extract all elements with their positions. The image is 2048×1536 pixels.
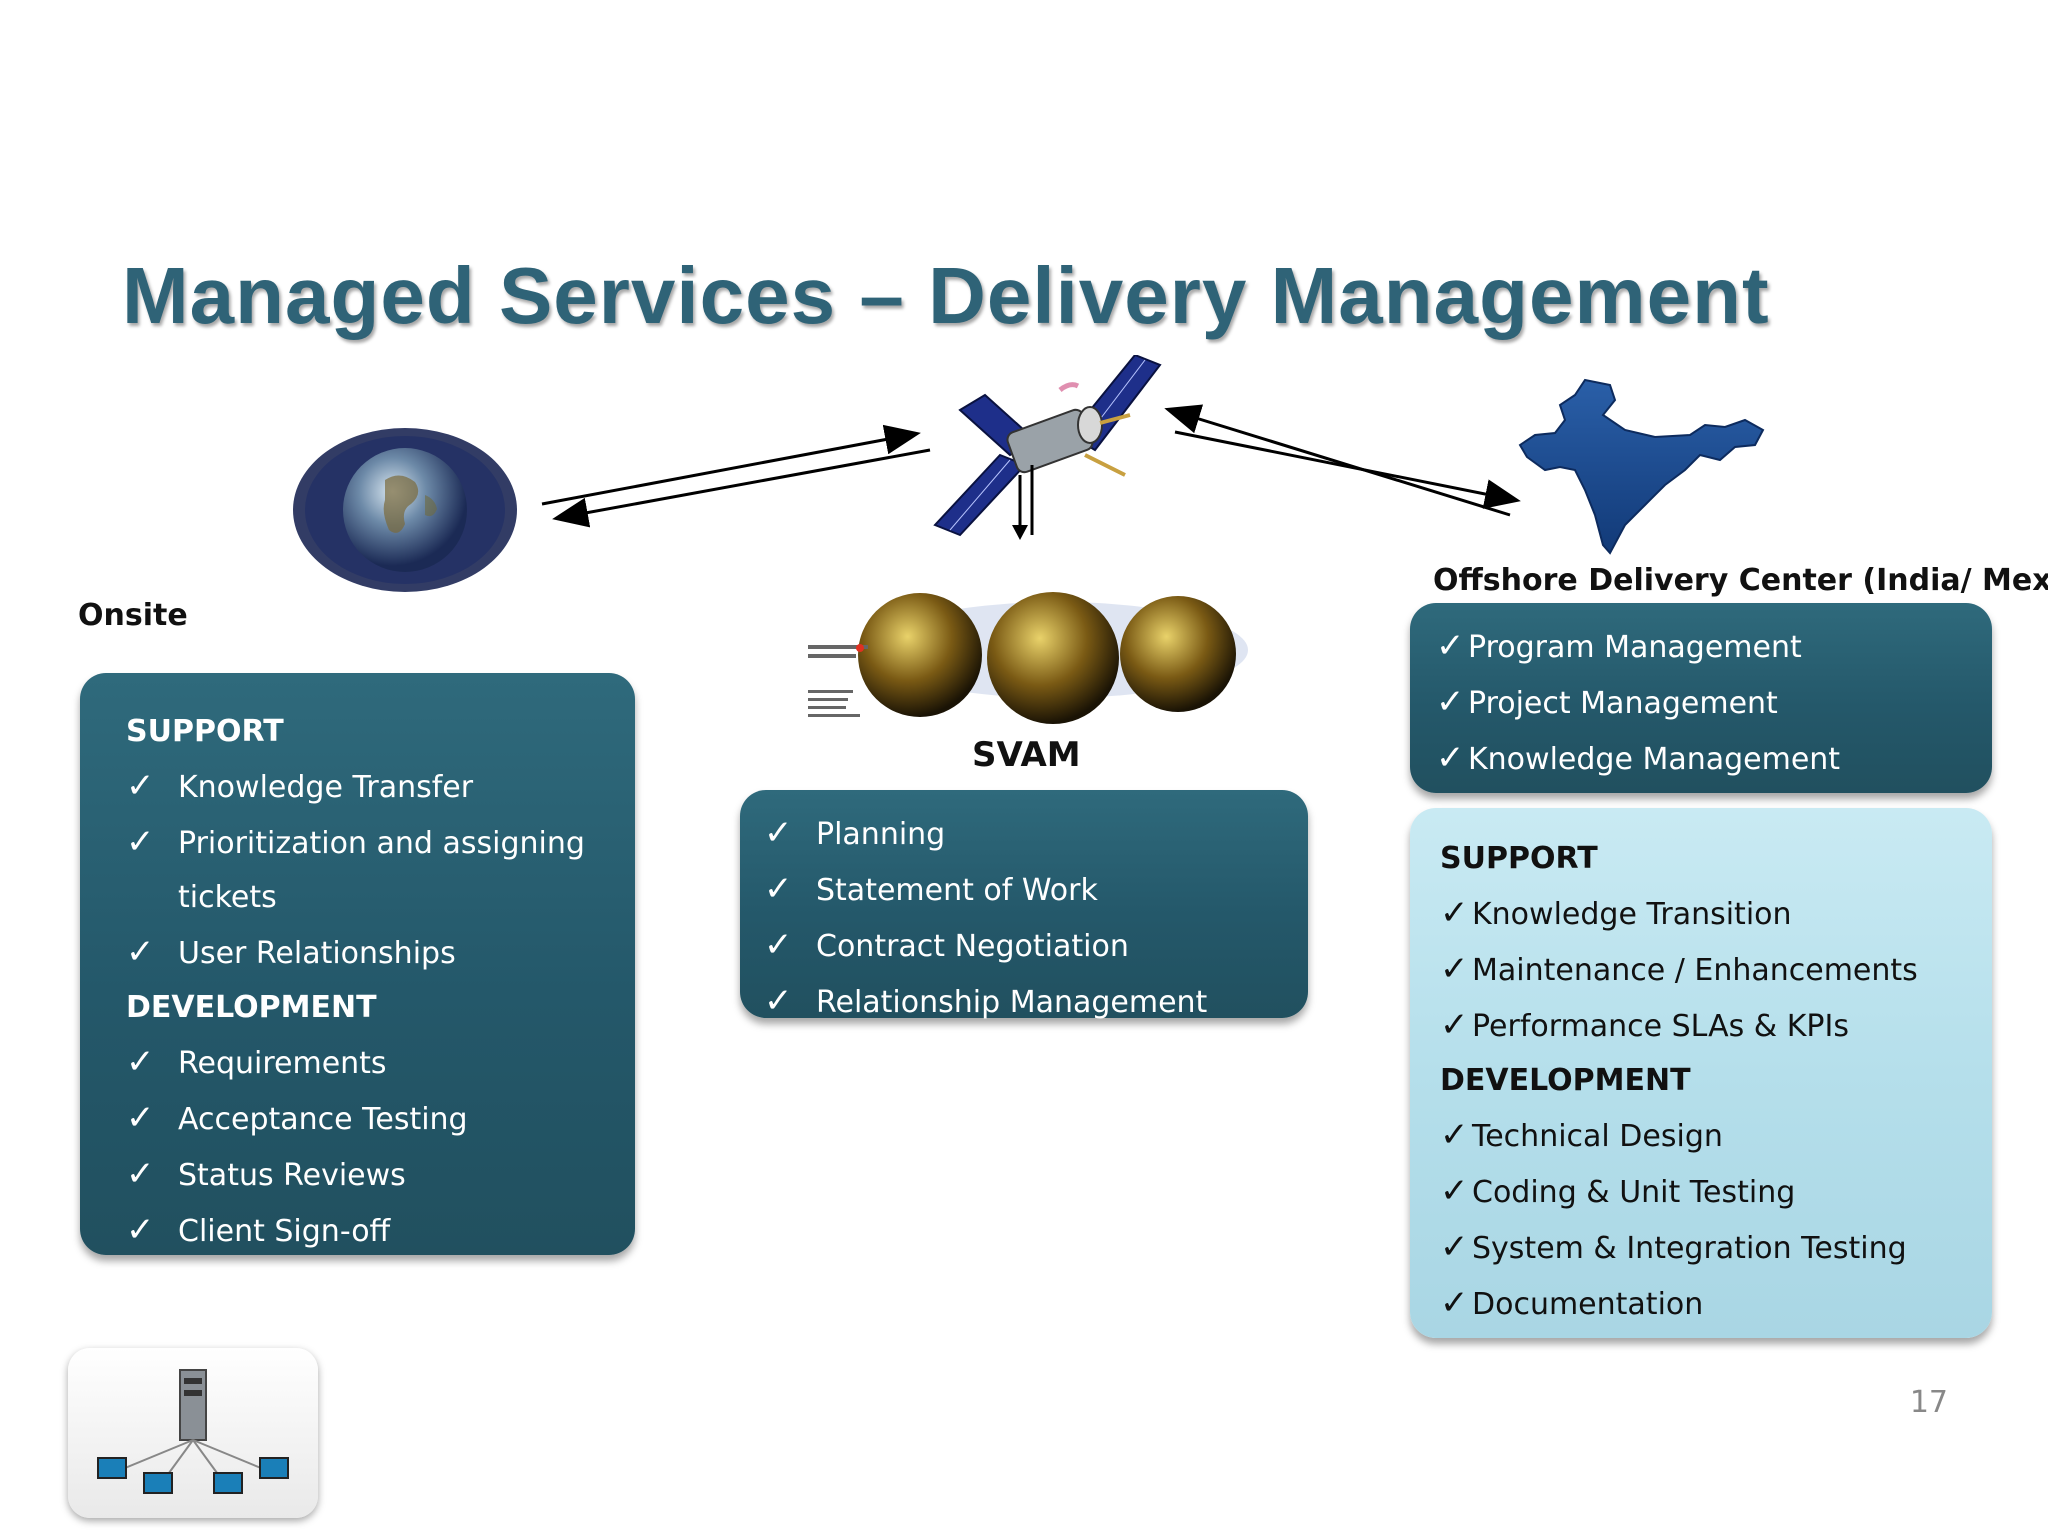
list-item: ✓Statement of Work	[764, 862, 1308, 918]
check-icon: ✓	[126, 1042, 155, 1082]
list-item: ✓System & Integration Testing	[1440, 1220, 1992, 1276]
check-icon: ✓	[1440, 949, 1469, 989]
svam-box: ✓Planning ✓Statement of Work ✓Contract N…	[740, 790, 1308, 1021]
check-icon: ✓	[126, 766, 155, 806]
offshore-label: Offshore Delivery Center (India/ Mexico)	[1433, 563, 2048, 598]
check-icon: ✓	[126, 1210, 155, 1250]
check-icon: ✓	[764, 869, 793, 909]
check-icon: ✓	[764, 981, 793, 1021]
check-icon: ✓	[1436, 626, 1465, 666]
world-globes-icon	[808, 592, 1248, 724]
link-arrows-onsite	[541, 424, 931, 528]
link-arrows-offshore	[1164, 404, 1521, 517]
network-icon	[68, 1348, 318, 1518]
list-item: ✓Planning	[764, 806, 1308, 862]
check-icon: ✓	[1440, 1283, 1469, 1323]
page-number: 17	[1909, 1385, 1948, 1420]
slide-title: Managed Services – Delivery Management	[122, 251, 1770, 340]
list-item: ✓Documentation	[1440, 1276, 1992, 1332]
onsite-development-heading: DEVELOPMENT	[126, 990, 377, 1025]
list-item-continued: tickets	[178, 880, 277, 915]
onsite-label: Onsite	[78, 598, 188, 633]
onsite-box: SUPPORT ✓Knowledge Transfer ✓Prioritizat…	[80, 673, 635, 1255]
check-icon: ✓	[126, 1154, 155, 1194]
list-item: ✓Contract Negotiation	[764, 918, 1308, 974]
check-icon: ✓	[1440, 1227, 1469, 1267]
india-map-icon	[1518, 378, 1765, 555]
check-icon: ✓	[764, 925, 793, 965]
check-icon: ✓	[1440, 1115, 1469, 1155]
check-icon: ✓	[126, 932, 155, 972]
check-icon: ✓	[1440, 893, 1469, 933]
list-item: ✓Acceptance Testing	[126, 1091, 635, 1147]
check-icon: ✓	[1436, 682, 1465, 722]
check-icon: ✓	[1436, 738, 1465, 778]
list-item: ✓Knowledge Management	[1436, 731, 1992, 787]
list-item: ✓Maintenance / Enhancements	[1440, 942, 1992, 998]
globe-icon	[293, 428, 517, 592]
list-item: ✓Project Management	[1436, 675, 1992, 731]
list-item: ✓Requirements	[126, 1035, 635, 1091]
offshore-development-heading: DEVELOPMENT	[1440, 1063, 1691, 1098]
check-icon: ✓	[1440, 1005, 1469, 1045]
list-item: ✓Knowledge Transfer	[126, 759, 635, 815]
list-item: ✓Knowledge Transition	[1440, 886, 1992, 942]
list-item: ✓Client Sign-off	[126, 1203, 635, 1259]
list-item: ✓Status Reviews	[126, 1147, 635, 1203]
check-icon: ✓	[1440, 1171, 1469, 1211]
list-item: ✓Relationship Management	[764, 974, 1308, 1030]
list-item: ✓Prioritization and assigning	[126, 815, 635, 871]
check-icon: ✓	[126, 822, 155, 862]
onsite-support-heading: SUPPORT	[126, 714, 284, 749]
check-icon: ✓	[126, 1098, 155, 1138]
offshore-support-heading: SUPPORT	[1440, 841, 1598, 876]
list-item: ✓Coding & Unit Testing	[1440, 1164, 1992, 1220]
list-item: ✓Technical Design	[1440, 1108, 1992, 1164]
svam-label: SVAM	[972, 735, 1081, 775]
list-item: ✓User Relationships	[126, 925, 635, 981]
list-item: ✓Performance SLAs & KPIs	[1440, 998, 1992, 1054]
offshore-support-box: SUPPORT ✓Knowledge Transition ✓Maintenan…	[1410, 808, 1992, 1338]
satellite-icon	[933, 355, 1162, 540]
list-item: ✓Program Management	[1436, 619, 1992, 675]
check-icon: ✓	[764, 813, 793, 853]
offshore-management-box: ✓Program Management ✓Project Management …	[1410, 603, 1992, 793]
